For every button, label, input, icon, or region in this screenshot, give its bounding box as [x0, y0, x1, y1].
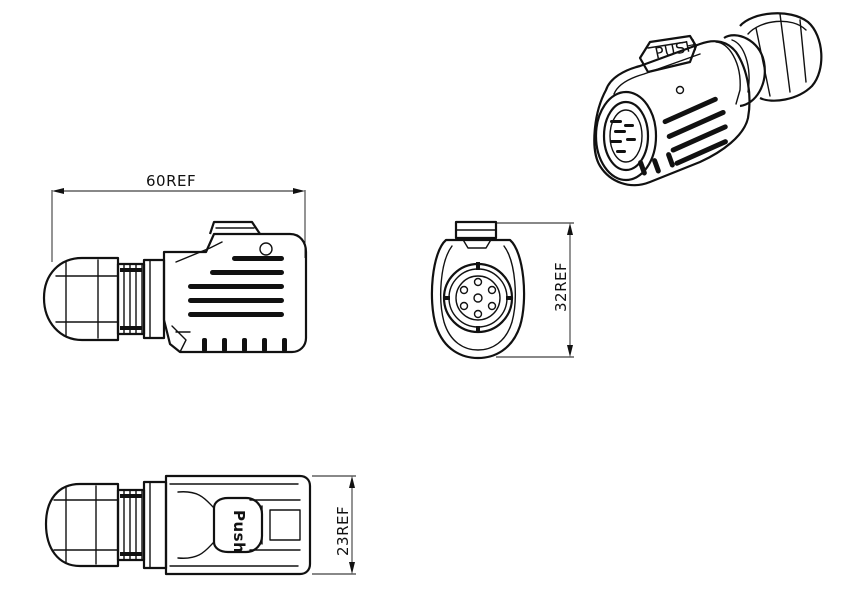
height-dimension: 32REF	[552, 262, 570, 312]
push-label: Push	[230, 510, 248, 553]
width-dimension: 23REF	[334, 506, 352, 556]
front-view: 32REF	[430, 220, 574, 360]
isometric-view: PUSH	[593, 12, 823, 187]
side-view: 60REF	[42, 172, 308, 354]
length-dimension: 60REF	[146, 172, 196, 190]
top-view: 23REF Push	[44, 474, 356, 576]
